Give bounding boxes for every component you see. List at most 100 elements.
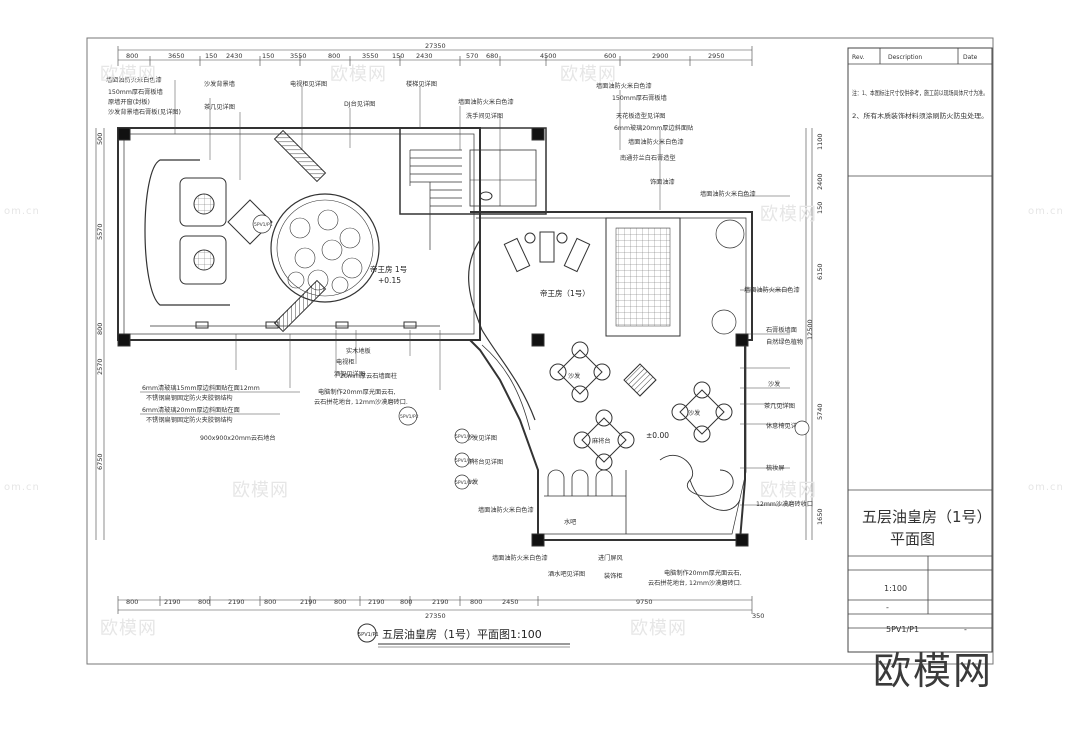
blank-value: - xyxy=(886,603,889,612)
mahjong-table xyxy=(671,381,733,443)
side-table xyxy=(623,363,657,397)
dim-top: 150 xyxy=(392,52,404,60)
dim-bottom: 2450 xyxy=(502,598,519,606)
dim-right: 5740 xyxy=(816,403,824,420)
note-left: 洗手间见详图 xyxy=(466,112,503,120)
note-middle: 水吧 xyxy=(564,518,576,526)
dim-bottom: 2190 xyxy=(368,598,385,606)
dim-right: 6150 xyxy=(816,263,824,280)
title-tag: 5PV1/P1 xyxy=(358,632,379,638)
detail-tag: 5PV1/D1 xyxy=(455,480,474,486)
dim-top: 150 xyxy=(262,52,274,60)
mahjong-table xyxy=(549,341,611,403)
column xyxy=(735,333,749,347)
room-label-right: 帝王房（1号） xyxy=(540,288,590,298)
note-right: 天花板造型见详图 xyxy=(616,112,666,120)
detail-tag: 5PV1/P3 xyxy=(455,434,474,440)
detail-tag: 5PV1/P2 xyxy=(400,414,419,420)
note-bottom: 不锈钢扁钢固定防火夹胶钢结构 xyxy=(146,416,233,424)
rev-header: Rev. xyxy=(852,54,865,61)
note-middle: 沙发见详图 xyxy=(466,434,497,442)
dim-right: 1100 xyxy=(816,133,824,150)
note-middle: 麻将台见详图 xyxy=(466,458,503,466)
note-1: 注：1、本图标注尺寸仅供参考，施工前以现场具体尺寸为准。 xyxy=(852,88,988,97)
note-bottom: 进门屏风 xyxy=(598,554,623,562)
note-right: 墙面油防火米白色漆 xyxy=(744,286,800,294)
dim-bottom: 2190 xyxy=(432,598,449,606)
note-bottom: 900x900x20mm云石地台 xyxy=(200,434,276,442)
note-bottom: 电视柜 xyxy=(336,358,355,366)
note-bottom: 电脑制作20mm厚光面云石, xyxy=(664,569,742,577)
column xyxy=(531,533,545,547)
plant xyxy=(715,219,745,249)
plant xyxy=(711,309,737,335)
note-middle: 沙发 xyxy=(568,372,580,380)
date-header: Date xyxy=(963,54,978,61)
room-label-main: 帝王房 1号 xyxy=(370,264,407,274)
dim-top: 800 xyxy=(126,52,138,60)
note-right: 墙面油防火米白色漆 xyxy=(596,82,652,90)
note-bottom: 酒水吧见详图 xyxy=(548,570,585,578)
note-middle: 麻将台 xyxy=(592,437,611,445)
washroom xyxy=(469,149,537,207)
dim-bottom: 2190 xyxy=(228,598,245,606)
note-left: 原墙开窗(封板) xyxy=(108,98,150,106)
column xyxy=(117,333,131,347)
dim-bottom: 2190 xyxy=(300,598,317,606)
left-room-wall xyxy=(117,127,481,341)
dim-left: 500 xyxy=(96,133,104,145)
note-bottom: 20mm厚云石墙面柱 xyxy=(340,372,397,380)
column xyxy=(531,333,545,347)
note-right: 墙面油防火米白色漆 xyxy=(700,190,756,198)
note-right: 墙面油防火米白色漆 xyxy=(628,138,684,146)
detail-tag-icon xyxy=(398,406,418,426)
note-right: 饰面油漆 xyxy=(650,178,675,186)
mahjong-table xyxy=(573,409,635,471)
note-right: 自然绿色植物 xyxy=(766,338,803,346)
dim-left: 2570 xyxy=(96,358,104,375)
dimension-ticks xyxy=(117,46,753,614)
stair-block xyxy=(399,127,547,215)
dim-bottom: 350 xyxy=(752,612,764,620)
dim-right: 150 xyxy=(816,202,824,214)
drawing-name-line1: 五层油皇房（1号） xyxy=(862,508,992,526)
dim-right: 12500 xyxy=(806,319,814,340)
dim-top: 3650 xyxy=(168,52,185,60)
dim-bottom: 800 xyxy=(470,598,482,606)
column xyxy=(735,533,749,547)
detail-tag-icon xyxy=(454,428,470,444)
note-bottom: 云石拼花地台, 12mm沙漠磨砖口. xyxy=(314,398,408,406)
dim-top: 150 xyxy=(205,52,217,60)
dim-bottom: 800 xyxy=(400,598,412,606)
dim-top: 800 xyxy=(328,52,340,60)
ornament xyxy=(659,454,734,497)
floor-plan xyxy=(117,127,753,547)
dim-top: 570 xyxy=(466,52,478,60)
water-bar xyxy=(544,469,627,534)
note-left: 150mm厚石膏板墙 xyxy=(108,88,163,96)
note-right: 南通芬兰白石膏造型 xyxy=(620,154,676,162)
note-right: 茶几见详图 xyxy=(764,402,795,410)
dim-bottom: 800 xyxy=(264,598,276,606)
note-right: 沙发 xyxy=(768,380,780,388)
brand-watermark: 欧模网 xyxy=(873,649,994,693)
dim-left: 6750 xyxy=(96,453,104,470)
note-bottom: 6mm清玻璃20mm厚边斜面贴在面 xyxy=(142,406,240,414)
note-middle: 沙发 xyxy=(688,409,700,417)
note-bottom: 不锈钢扁钢固定防火夹胶钢结构 xyxy=(146,394,233,402)
dim-top: 3550 xyxy=(362,52,379,60)
note-right: 梳妆屏 xyxy=(766,464,785,472)
note-left: 茶几见详图 xyxy=(204,103,235,111)
staircase xyxy=(409,149,462,250)
dim-top: 2430 xyxy=(226,52,243,60)
note-bottom: 实木地板 xyxy=(346,347,371,355)
detail-tag-icon xyxy=(252,214,272,234)
note-bottom: 装饰柜 xyxy=(604,572,623,580)
note-bottom: 墙面油防火米白色漆 xyxy=(478,506,534,514)
detail-tag: 5PV1/P4 xyxy=(455,458,474,464)
note-middle: 沙发 xyxy=(466,478,478,486)
detail-tag: 5PV1/P1 xyxy=(254,222,273,228)
note-left: 墙面油防火米白色漆 xyxy=(106,76,162,84)
overall-dimension-bottom: 27350 xyxy=(425,612,446,620)
note-left: 电视柜见详图 xyxy=(290,80,327,88)
